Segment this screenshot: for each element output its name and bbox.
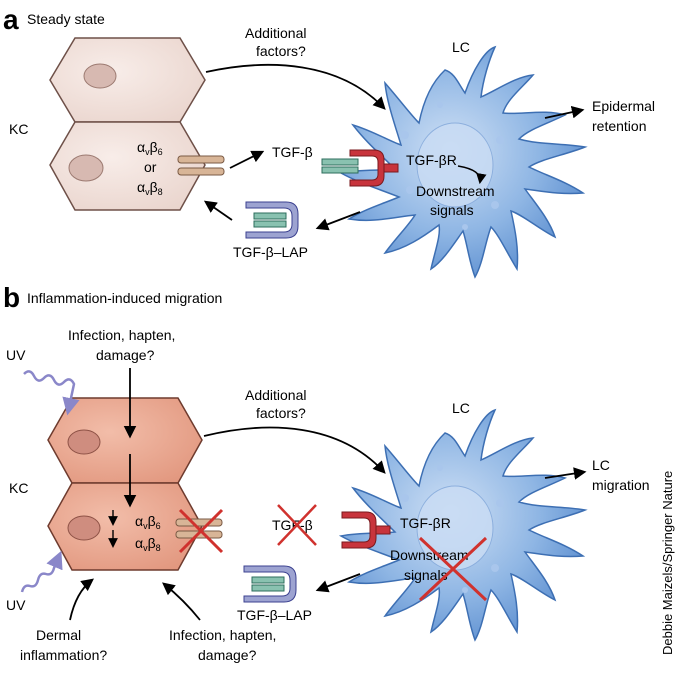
arrow-lap-activation	[203, 200, 233, 221]
cross-mark	[178, 508, 224, 554]
arrow-lap-production	[315, 211, 361, 231]
keratinocyte-lower	[49, 121, 206, 211]
signals-label: signals	[430, 202, 474, 218]
integrin-b8-label: αvβ8	[137, 179, 163, 197]
tgfbr-label: TGF-βR	[406, 152, 457, 168]
kc-label: KC	[9, 480, 28, 496]
tgfb-lap-label: TGF-β–LAP	[233, 244, 308, 260]
signals-label: signals	[404, 567, 448, 583]
arrow-additional-factors	[205, 63, 386, 110]
tgfb-lap-complex	[243, 565, 297, 603]
factors-label: factors?	[256, 405, 306, 421]
tgfb-lap-complex	[245, 201, 299, 239]
outcome-label-2: retention	[592, 118, 646, 134]
uv-bottom-label: UV	[6, 597, 26, 613]
langerhans-cell	[340, 409, 586, 641]
downstream-label: Downstream	[416, 183, 495, 199]
outcome-label-2: migration	[592, 477, 650, 493]
keratinocyte-nucleus	[67, 515, 101, 541]
panel-a-title: Steady state	[27, 11, 105, 27]
tgfb-ligand	[321, 166, 359, 174]
cross-mark	[277, 504, 317, 546]
integrin-b8-label-b: αvβ8	[135, 535, 161, 553]
uv-ray-top	[23, 370, 80, 416]
arrow-outcome	[544, 105, 585, 119]
cross-mark	[418, 536, 488, 602]
factors-label: factors?	[256, 43, 306, 59]
arrow-release	[229, 150, 265, 169]
panel-b-letter: b	[3, 282, 20, 313]
infection-bottom-label-2: damage?	[198, 647, 257, 663]
keratinocyte-nucleus	[67, 429, 101, 455]
lc-label: LC	[452, 400, 470, 416]
downstream-label: Downstream	[390, 547, 469, 563]
panel-b: b Inflammation-induced migration Infecti…	[3, 282, 650, 663]
tgfb-label: TGF-β	[272, 144, 313, 160]
integrin-or-label: or	[144, 159, 157, 175]
arrow-additional-factors	[203, 426, 386, 474]
integrin-b6-label-b: αvβ6	[135, 513, 161, 531]
tgfb-lap-label: TGF-β–LAP	[237, 607, 312, 623]
arrow-downstream	[457, 165, 487, 185]
dermal-label: Dermal	[36, 627, 81, 643]
keratinocyte-nucleus	[83, 63, 117, 89]
tgfb-ligand	[321, 158, 359, 166]
integrin-b6-label: αvβ6	[137, 139, 163, 157]
tgfbr-label: TGF-βR	[400, 515, 451, 531]
panel-a: a Steady state KC αvβ6 or αvβ8 LC TGF-β …	[3, 4, 655, 278]
uv-top-label: UV	[6, 347, 26, 363]
image-credit: Debbie Maizels/Springer Nature	[660, 470, 675, 655]
additional-label: Additional	[245, 387, 307, 403]
additional-label: Additional	[245, 25, 307, 41]
keratinocyte-nucleus	[68, 154, 104, 182]
outcome-label: Epidermal	[592, 98, 655, 114]
uv-ray-bottom	[20, 550, 63, 593]
outcome-label: LC	[592, 457, 610, 473]
dermal-label-2: inflammation?	[20, 647, 107, 663]
infection-top-label: Infection, hapten,	[68, 327, 175, 343]
tgfb-label: TGF-β	[272, 517, 313, 533]
arrow-lap-production	[315, 573, 361, 593]
panel-b-title: Inflammation-induced migration	[27, 290, 222, 306]
lc-label: LC	[452, 39, 470, 55]
arrow-outcome	[544, 467, 587, 480]
infection-top-label-2: damage?	[96, 347, 155, 363]
keratinocyte-upper	[49, 37, 206, 123]
infection-bottom-label: Infection, hapten,	[169, 627, 276, 643]
arrow-dermal	[69, 578, 95, 621]
kc-label: KC	[9, 121, 28, 137]
panel-a-letter: a	[3, 4, 19, 35]
arrow-infection-up	[162, 582, 201, 621]
